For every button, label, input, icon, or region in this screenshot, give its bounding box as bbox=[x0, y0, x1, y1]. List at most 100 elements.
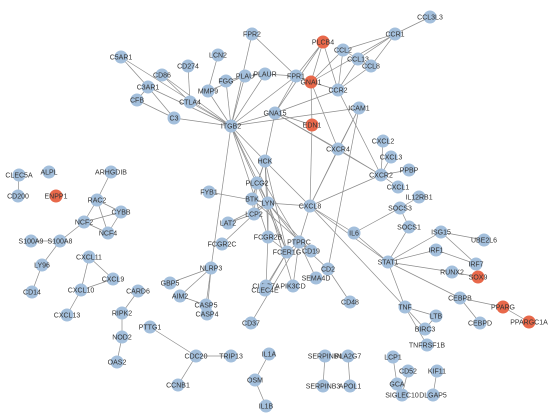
node-circle[interactable] bbox=[245, 192, 259, 206]
node-irf1[interactable]: IRF1 bbox=[428, 243, 444, 257]
node-circle[interactable] bbox=[471, 270, 485, 284]
node-card6[interactable]: CARD6 bbox=[126, 284, 150, 298]
node-circle[interactable] bbox=[143, 320, 157, 334]
node-c5ar1[interactable]: C5AR1 bbox=[110, 50, 133, 64]
node-circle[interactable] bbox=[262, 347, 276, 361]
node-ppargc1a[interactable]: PPARGC1A bbox=[510, 315, 548, 329]
node-circle[interactable] bbox=[250, 176, 264, 190]
node-il1a[interactable]: IL1A bbox=[262, 347, 277, 361]
node-circle[interactable] bbox=[131, 284, 145, 298]
node-kif11[interactable]: KIF11 bbox=[428, 364, 446, 378]
node-circle[interactable] bbox=[292, 235, 306, 249]
node-circle[interactable] bbox=[25, 285, 39, 299]
node-circle[interactable] bbox=[244, 316, 258, 330]
node-circle[interactable] bbox=[386, 350, 400, 364]
node-circle[interactable] bbox=[304, 244, 318, 258]
node-circle[interactable] bbox=[215, 237, 229, 251]
node-lcn2[interactable]: LCN2 bbox=[209, 48, 227, 62]
node-circle[interactable] bbox=[352, 101, 366, 115]
node-circle[interactable] bbox=[258, 67, 272, 81]
node-circle[interactable] bbox=[183, 95, 197, 109]
node-cxcl13[interactable]: CXCL13 bbox=[54, 308, 81, 322]
node-circle[interactable] bbox=[201, 84, 215, 98]
node-isg15[interactable]: ISG15 bbox=[431, 225, 451, 239]
node-fyb1[interactable]: FYB1 bbox=[200, 185, 218, 199]
node-cxcl3[interactable]: CXCL3 bbox=[380, 150, 403, 164]
node-circle[interactable] bbox=[258, 283, 272, 297]
node-circle[interactable] bbox=[423, 10, 437, 24]
node-circle[interactable] bbox=[412, 190, 426, 204]
node-alpl[interactable]: ALPL bbox=[40, 165, 58, 179]
node-runx2[interactable]: RUNX2 bbox=[440, 265, 464, 279]
node-circle[interactable] bbox=[200, 307, 214, 321]
node-circle[interactable] bbox=[141, 80, 155, 94]
node-circle[interactable] bbox=[305, 118, 319, 132]
node-cd48[interactable]: CD48 bbox=[341, 295, 359, 309]
node-cxcl9[interactable]: CXCL9 bbox=[102, 272, 125, 286]
node-circle[interactable] bbox=[318, 349, 332, 363]
node-ncf4[interactable]: NCF4 bbox=[99, 226, 117, 240]
node-plau[interactable]: PLAU bbox=[236, 69, 254, 83]
node-circle[interactable] bbox=[390, 377, 404, 391]
node-cd14[interactable]: CD14 bbox=[23, 285, 41, 299]
node-cd37[interactable]: CD37 bbox=[242, 316, 260, 330]
node-casp4[interactable]: CASP4 bbox=[196, 307, 219, 321]
node-osm[interactable]: OSM bbox=[247, 373, 263, 387]
node-circle[interactable] bbox=[434, 225, 448, 239]
node-circle[interactable] bbox=[106, 272, 120, 286]
node-circle[interactable] bbox=[522, 315, 536, 329]
node-c3[interactable]: C3 bbox=[167, 111, 181, 125]
node-ccnb1[interactable]: CCNB1 bbox=[166, 378, 190, 392]
node-circle[interactable] bbox=[304, 75, 318, 89]
node-circle[interactable] bbox=[130, 93, 144, 107]
node-circle[interactable] bbox=[393, 201, 407, 215]
node-circle[interactable] bbox=[453, 291, 467, 305]
node-fcgr2c[interactable]: FCGR2C bbox=[208, 237, 237, 251]
node-ube2l6[interactable]: UBE2L6 bbox=[471, 233, 497, 247]
node-gbp5[interactable]: GBP5 bbox=[161, 276, 180, 290]
node-circle[interactable] bbox=[364, 59, 378, 73]
node-ppbp[interactable]: PPBP bbox=[400, 163, 419, 177]
node-circle[interactable] bbox=[114, 50, 128, 64]
node-ly96[interactable]: LY96 bbox=[34, 258, 50, 272]
node-circle[interactable] bbox=[110, 355, 124, 369]
node-fpr2[interactable]: FPR2 bbox=[243, 27, 261, 41]
node-circle[interactable] bbox=[445, 265, 459, 279]
node-circle[interactable] bbox=[53, 234, 67, 248]
node-ccl2[interactable]: CCL2 bbox=[334, 43, 352, 57]
node-circle[interactable] bbox=[496, 300, 510, 314]
node-circle[interactable] bbox=[286, 279, 300, 293]
node-circle[interactable] bbox=[351, 52, 365, 66]
node-circle[interactable] bbox=[429, 309, 443, 323]
node-circle[interactable] bbox=[74, 283, 88, 297]
node-circle[interactable] bbox=[11, 189, 25, 203]
node-cfb[interactable]: CFB bbox=[130, 93, 144, 107]
node-circle[interactable] bbox=[224, 349, 238, 363]
node-circle[interactable] bbox=[289, 69, 303, 83]
node-circle[interactable] bbox=[247, 207, 261, 221]
node-circle[interactable] bbox=[60, 308, 74, 322]
node-cxcl10[interactable]: CXCL10 bbox=[68, 283, 95, 297]
node-cxcl2[interactable]: CXCL2 bbox=[372, 134, 395, 148]
node-circle[interactable] bbox=[171, 378, 185, 392]
node-cd200[interactable]: CD200 bbox=[7, 189, 29, 203]
node-socs1[interactable]: SOCS1 bbox=[397, 220, 421, 234]
node-circle[interactable] bbox=[388, 27, 402, 41]
node-circle[interactable] bbox=[82, 250, 96, 264]
node-circle[interactable] bbox=[398, 300, 412, 314]
node-circle[interactable] bbox=[224, 119, 238, 133]
node-circle[interactable] bbox=[401, 364, 415, 378]
node-lyn[interactable]: LYN bbox=[261, 196, 275, 210]
node-circle[interactable] bbox=[173, 289, 187, 303]
node-pttg1[interactable]: PTTG1 bbox=[139, 320, 162, 334]
node-sox9[interactable]: SOX9 bbox=[469, 270, 488, 284]
node-plcg2[interactable]: PLCG2 bbox=[246, 176, 269, 190]
node-mmp9[interactable]: MMP9 bbox=[198, 84, 218, 98]
node-circle[interactable] bbox=[402, 163, 416, 177]
node-pik3cd[interactable]: PIK3CD bbox=[280, 279, 306, 293]
node-circle[interactable] bbox=[189, 349, 203, 363]
node-nod2[interactable]: NOD2 bbox=[112, 330, 132, 344]
node-apol1[interactable]: APOL1 bbox=[339, 379, 362, 393]
node-circle[interactable] bbox=[104, 165, 118, 179]
node-serpinb3[interactable]: SERPINB3 bbox=[306, 379, 341, 393]
